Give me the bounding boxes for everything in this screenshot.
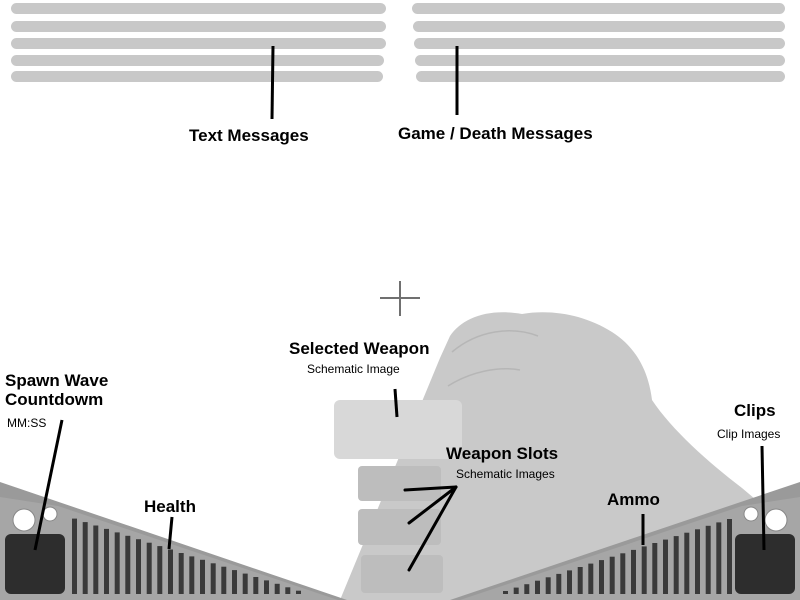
ammo-label: Ammo <box>607 490 660 509</box>
weapon-slot <box>358 466 441 501</box>
health-bar-segment <box>221 566 227 594</box>
ammo-bar-segment <box>588 563 594 594</box>
spawn-countdown-box <box>5 534 65 594</box>
ammo-bar-segment <box>535 580 540 594</box>
right-panel-light <box>764 508 788 532</box>
health-bar-segment <box>157 546 163 594</box>
spawn-wave-label-line1: Spawn Wave <box>5 371 109 390</box>
text-messages-area <box>11 3 386 82</box>
ammo-bar-segment <box>652 543 658 594</box>
health-bar-segment <box>274 583 280 594</box>
game-message-line <box>415 55 785 66</box>
weapon-slots-pointer <box>403 485 458 572</box>
selected-weapon-slot <box>334 400 462 459</box>
health-bar-segment <box>264 580 269 594</box>
hand-silhouette <box>340 312 768 600</box>
health-bar-segment <box>210 563 216 594</box>
ammo-bar-segment <box>524 584 530 594</box>
ammo-bar-segment <box>545 577 551 594</box>
text-message-line <box>11 3 386 14</box>
ammo-bar-segment <box>556 573 562 594</box>
health-bar-segment <box>125 535 131 594</box>
ammo-bar-segment <box>577 567 583 594</box>
game-message-line <box>416 71 785 82</box>
game-message-line <box>412 3 785 14</box>
health-bar-segment <box>168 549 173 594</box>
health-bar-segment <box>93 525 99 594</box>
left-panel-light <box>12 508 36 532</box>
text-message-line <box>11 21 386 32</box>
health-bar-segment <box>200 559 205 594</box>
spawn-timer-format: MM:SS <box>7 416 47 430</box>
health-bar-segment <box>178 553 184 594</box>
ammo-bar-segment <box>663 539 668 594</box>
right-hud-panel <box>450 482 800 600</box>
game-messages-area <box>412 3 785 82</box>
health-bar-segment <box>136 539 141 594</box>
weapon-slot <box>361 555 443 593</box>
selected-weapon-pointer <box>393 388 399 418</box>
clips-sublabel: Clip Images <box>717 427 781 441</box>
ammo-bar-segment <box>609 556 615 594</box>
spawn-wave-label-line2: Countdowm <box>5 390 104 409</box>
text-messages-label: Text Messages <box>189 126 309 145</box>
ammo-bar-segment <box>673 536 679 594</box>
health-bar-segment <box>296 590 301 594</box>
text-message-line <box>11 71 383 82</box>
weapon-slot <box>358 509 441 545</box>
ammo-bar-segment <box>513 587 519 594</box>
right-panel-light <box>743 506 759 522</box>
health-bar-segment <box>253 577 259 594</box>
crosshair-icon <box>380 281 420 316</box>
health-bar-segment <box>242 573 248 594</box>
clips-pointer <box>760 445 766 551</box>
text-message-line <box>11 55 384 66</box>
text-messages-pointer <box>270 45 275 120</box>
ammo-bar-segment <box>684 532 690 594</box>
weapon-slots-label: Weapon Slots <box>446 444 559 463</box>
clips-label: Clips <box>734 401 776 420</box>
health-bar-segment <box>146 542 152 594</box>
selected-weapon-sublabel: Schematic Image <box>307 362 400 376</box>
ammo-bar-segment <box>716 522 722 594</box>
weapon-selector <box>334 400 462 593</box>
ammo-bar-segment <box>641 546 647 594</box>
health-bar-segment <box>114 532 120 594</box>
selected-weapon-label: Selected Weapon <box>289 339 430 358</box>
text-message-line <box>11 38 386 49</box>
ammo-meter <box>503 519 732 594</box>
game-death-messages-label: Game / Death Messages <box>398 124 593 143</box>
health-bar-segment <box>104 528 109 594</box>
health-label: Health <box>144 497 196 516</box>
game-message-line <box>414 38 785 49</box>
ammo-bar-segment <box>567 570 572 594</box>
ammo-bar-segment <box>705 525 711 594</box>
ammo-bar-segment <box>631 549 636 594</box>
ammo-bar-segment <box>620 553 626 594</box>
health-pointer <box>167 516 174 550</box>
spawn-countdown-pointer <box>33 419 64 551</box>
ammo-bar-segment <box>503 591 508 594</box>
health-bar-segment <box>72 518 77 594</box>
clips-box <box>735 534 795 594</box>
left-panel-light <box>42 506 58 522</box>
hand-knuckle-lines <box>447 330 539 387</box>
ammo-bar-segment <box>727 519 732 594</box>
health-bar-segment <box>232 570 237 594</box>
health-bar-segment <box>285 587 291 594</box>
weapon-slots-sublabel: Schematic Images <box>456 467 555 481</box>
game-message-line <box>413 21 785 32</box>
ammo-bar-segment <box>599 560 604 594</box>
health-bar-segment <box>189 556 195 594</box>
ammo-bar-segment <box>695 529 700 594</box>
health-bar-segment <box>82 522 88 594</box>
health-meter <box>72 518 301 594</box>
